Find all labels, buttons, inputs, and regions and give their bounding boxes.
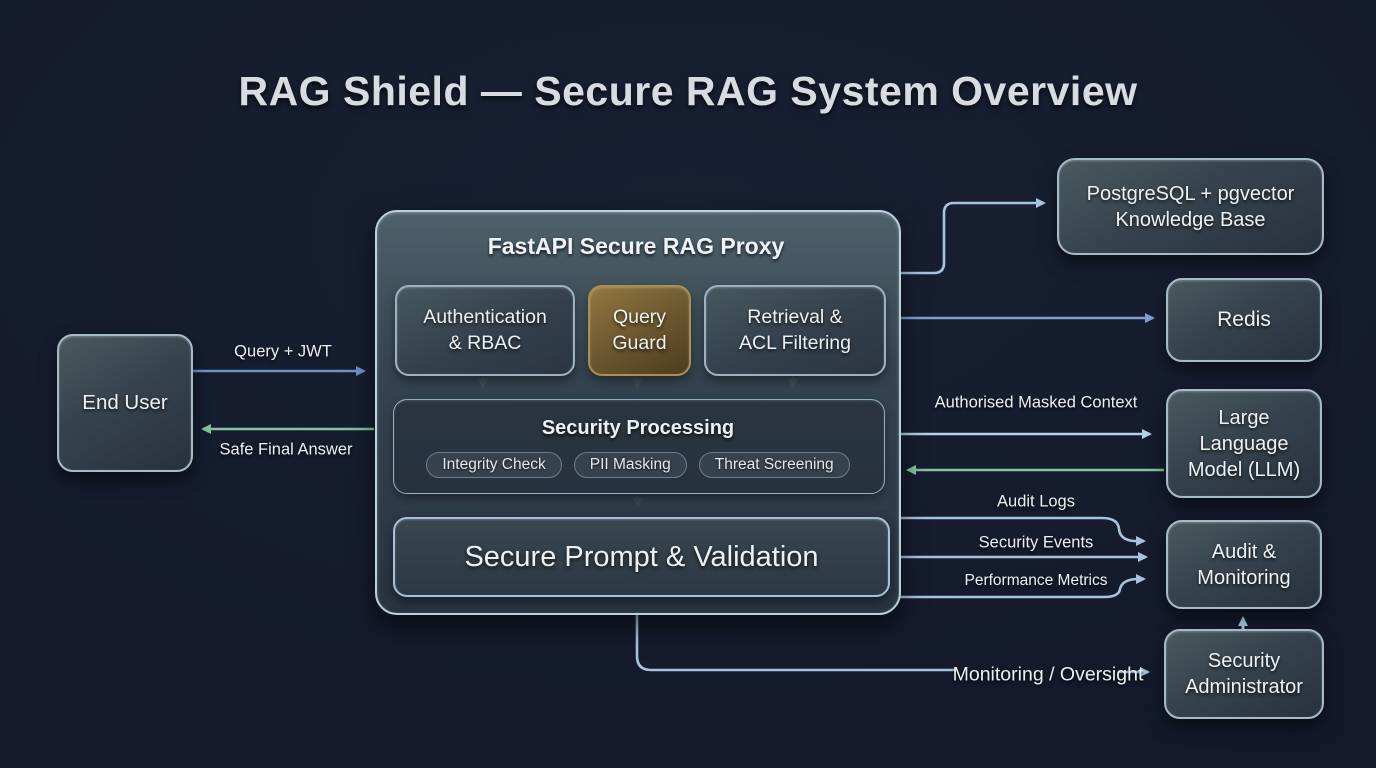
node-query-guard: Query Guard (588, 285, 691, 376)
security-processing-steps: Integrity Check PII Masking Threat Scree… (393, 450, 883, 480)
llm-label: Large Language Model (LLM) (1187, 406, 1301, 481)
node-end-user: End User (57, 334, 193, 472)
pill-pii-masking: PII Masking (573, 452, 687, 478)
edge-label-monitoring-oversight: Monitoring / Oversight (952, 663, 1144, 686)
retrieval-acl-label: Retrieval & ACL Filtering (739, 305, 851, 354)
redis-label: Redis (1217, 308, 1271, 332)
security-processing-title: Security Processing (541, 416, 735, 439)
pill-threat-screening: Threat Screening (698, 452, 850, 478)
pill-integrity-check: Integrity Check (426, 452, 562, 478)
node-security-processing (393, 399, 885, 494)
secure-prompt-validation-label: Secure Prompt & Validation (464, 540, 819, 573)
node-security-administrator: Security Administrator (1164, 629, 1324, 719)
node-retrieval-acl: Retrieval & ACL Filtering (704, 285, 886, 376)
edge-label-authorised-masked-context: Authorised Masked Context (934, 393, 1138, 412)
audit-monitoring-label: Audit & Monitoring (1197, 540, 1291, 589)
query-guard-label: Query Guard (612, 305, 667, 354)
page-title: RAG Shield — Secure RAG System Overview (238, 67, 1138, 114)
node-audit-monitoring: Audit & Monitoring (1166, 520, 1322, 609)
edge-label-safe-final-answer: Safe Final Answer (219, 440, 353, 459)
edge-label-audit-logs: Audit Logs (997, 492, 1075, 511)
edge-performance-metrics (898, 574, 1146, 599)
node-secure-prompt-validation: Secure Prompt & Validation (393, 517, 890, 597)
node-redis: Redis (1166, 278, 1322, 362)
node-authentication-rbac: Authentication & RBAC (395, 285, 575, 376)
edge-label-security-events: Security Events (978, 533, 1094, 552)
authentication-rbac-label: Authentication & RBAC (423, 305, 547, 354)
edge-label-performance-metrics: Performance Metrics (964, 572, 1108, 590)
edge-proxy-to-knowledge-base (898, 198, 1046, 275)
security-administrator-label: Security Administrator (1185, 650, 1303, 698)
node-llm: Large Language Model (LLM) (1166, 389, 1322, 498)
edge-proxy-to-monitoring (635, 611, 956, 672)
edge-label-query-jwt: Query + JWT (234, 342, 332, 361)
node-knowledge-base: PostgreSQL + pgvector Knowledge Base (1057, 158, 1324, 255)
fastapi-proxy-title: FastAPI Secure RAG Proxy (487, 232, 785, 259)
edge-audit-logs (898, 516, 1146, 546)
end-user-label: End User (82, 390, 168, 414)
knowledge-base-label: PostgreSQL + pgvector Knowledge Base (1086, 182, 1295, 231)
